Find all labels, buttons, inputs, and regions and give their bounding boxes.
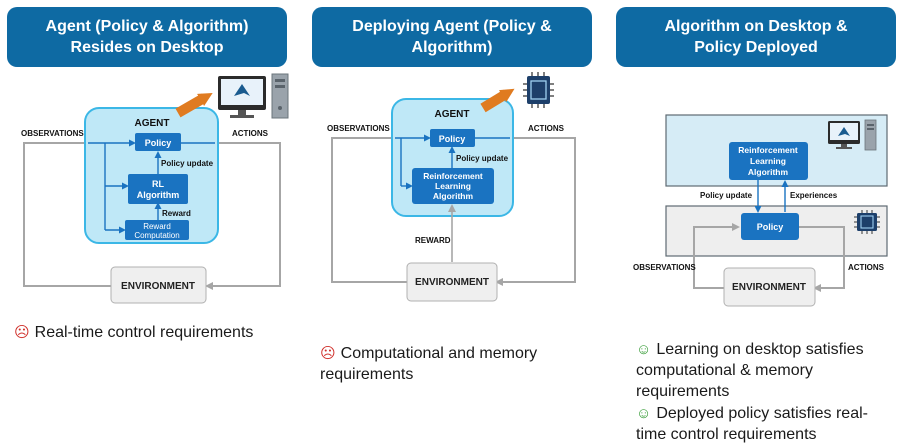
- panel1-policy-label: Policy: [145, 138, 172, 148]
- panel2-environment-label: ENVIRONMENT: [415, 277, 489, 288]
- processor-chip-icon: [523, 72, 554, 108]
- panel2-observations-label: OBSERVATIONS: [327, 124, 390, 133]
- panel1-policy-block: [135, 133, 181, 151]
- panel1-reward-label: Reward: [162, 209, 191, 218]
- panel1-reward-comp-line1: Reward: [143, 222, 171, 231]
- panel2-policy-label: Policy: [439, 134, 466, 144]
- panel1-algo-line2: Algorithm: [137, 190, 180, 200]
- panel2-policy-update: Policy update: [456, 154, 509, 163]
- panel2-bullet: ☹Computational and memory requirements: [320, 322, 590, 385]
- panel2-agent-label: AGENT: [435, 109, 470, 120]
- panel2-diagram: AGENT Policy Policy update Reinforcement…: [327, 72, 576, 302]
- smile-icon: ☺: [636, 405, 652, 422]
- panel1-actions-label: ACTIONS: [232, 129, 269, 138]
- panel3-policy-update: Policy update: [700, 191, 753, 200]
- panel1-agent-label: AGENT: [135, 118, 170, 129]
- panel2-reward-label: REWARD: [415, 236, 451, 245]
- panel3-bullet2-text: Deployed policy satisfies real- time con…: [636, 405, 868, 443]
- frown-icon: ☹: [14, 324, 30, 341]
- panel3-diagram: Reinforcement Learning Algorithm Policy …: [633, 114, 888, 307]
- panel3-actions-label: ACTIONS: [848, 263, 885, 272]
- panel2-algo-line1: Reinforcement: [423, 171, 483, 181]
- panel2-actions-label: ACTIONS: [528, 124, 565, 133]
- panel2-algo-line2: Learning: [435, 181, 471, 191]
- panel3-bullet1-text: Learning on desktop satisfies computatio…: [636, 341, 864, 400]
- panel3-algo-line3: Algorithm: [748, 167, 789, 177]
- panel1-bullet: ☹Real-time control requirements: [14, 322, 294, 343]
- panel3-policy-block: [741, 213, 799, 240]
- panel3-algo-line2: Learning: [750, 156, 786, 166]
- panel2-policy-block: [430, 129, 475, 147]
- desktop-computer-icon: [828, 119, 877, 151]
- panel1-bullet-text: Real-time control requirements: [34, 324, 254, 341]
- panel2-algo-line3: Algorithm: [433, 191, 474, 201]
- panel2-header: Deploying Agent (Policy & Algorithm): [312, 7, 592, 67]
- panel3-observations-label: OBSERVATIONS: [633, 263, 696, 272]
- desktop-computer-icon: [218, 73, 289, 119]
- panel1-reward-computation-block: [125, 220, 189, 240]
- panel2-bullet-text: Computational and memory requirements: [320, 345, 538, 383]
- panel1-observations-label: OBSERVATIONS: [21, 129, 84, 138]
- panel3-rl-algorithm-block: [729, 142, 808, 180]
- panel3-title: Algorithm on Desktop & Policy Deployed: [664, 18, 848, 56]
- panel1-diagram: AGENT Policy Policy update RL Algorithm …: [21, 73, 289, 304]
- panel1-reward-comp-line2: Computation: [134, 231, 179, 240]
- panel1-algo-line1: RL: [152, 179, 164, 189]
- processor-chip-icon: [854, 210, 880, 234]
- panel3-environment-box: [723, 267, 816, 307]
- panel1-environment-label: ENVIRONMENT: [121, 281, 195, 292]
- panel1-environment-box: [110, 266, 207, 304]
- panel3-environment-label: ENVIRONMENT: [732, 282, 806, 293]
- panel1-policy-update: Policy update: [161, 159, 214, 168]
- frown-icon: ☹: [320, 345, 336, 362]
- diagrams: AGENT Policy Policy update RL Algorithm …: [21, 72, 888, 307]
- panel3-algo-line1: Reinforcement: [738, 145, 798, 155]
- panel3-policy-label: Policy: [757, 222, 784, 232]
- panel3-experiences: Experiences: [790, 191, 838, 200]
- smile-icon: ☺: [636, 341, 652, 358]
- panel3-header: Algorithm on Desktop & Policy Deployed: [616, 7, 896, 67]
- panel1-rl-algorithm-block: [128, 174, 188, 204]
- panel2-rl-algorithm-block: [412, 168, 494, 204]
- panel3-bullet-2: ☺Deployed policy satisfies real- time co…: [636, 382, 898, 445]
- panel2-title: Deploying Agent (Policy & Algorithm): [352, 18, 552, 56]
- panel2-environment-box: [406, 262, 498, 302]
- panel3-bullet-1: ☺Learning on desktop satisfies computati…: [636, 318, 898, 402]
- panel1-title: Agent (Policy & Algorithm) Resides on De…: [45, 18, 249, 56]
- panel1-header: Agent (Policy & Algorithm) Resides on De…: [7, 7, 287, 67]
